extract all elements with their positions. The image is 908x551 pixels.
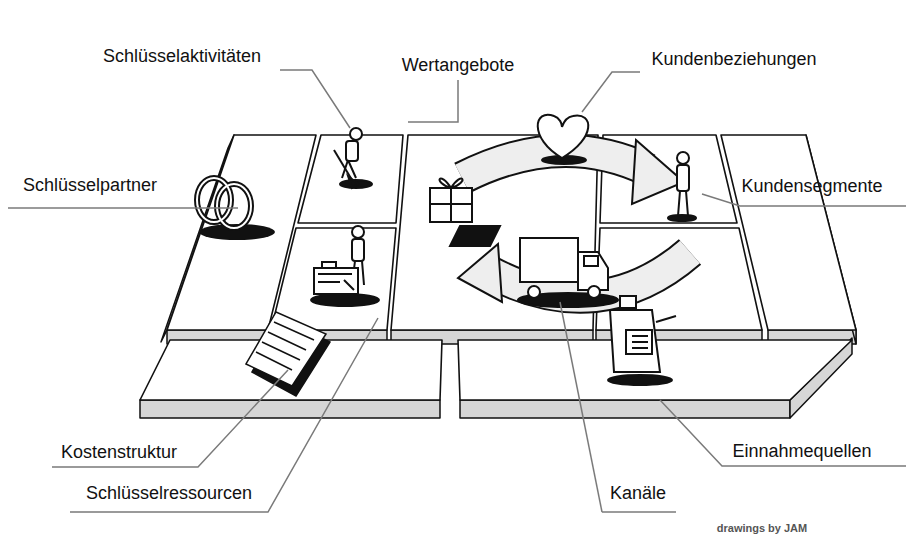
contract-icon-part <box>246 312 326 386</box>
rings-icon-part <box>217 184 251 228</box>
leader-lines-part <box>660 400 906 466</box>
canvas-pieces-part <box>721 135 856 330</box>
gift-icon-part <box>430 188 472 222</box>
worker-machine-icon-part <box>352 239 364 261</box>
upper-front-faces <box>161 135 856 344</box>
leader-lines-part <box>408 80 458 122</box>
cycle-arrows-part <box>458 244 502 302</box>
customer-icon-part <box>677 152 689 164</box>
customer-icon-part <box>668 215 696 221</box>
callout-label: Schlüsselpartner <box>23 176 157 196</box>
cash-register-icon-part <box>632 336 648 348</box>
truck-icon-part <box>578 252 608 290</box>
worker-machine-icon-part <box>352 226 364 238</box>
credit-text: drawings by JAM <box>717 522 807 534</box>
leader-lines-part <box>280 70 350 128</box>
truck-icon <box>518 238 618 307</box>
callout-label: Kundensegmente <box>741 177 882 197</box>
truck-icon-part <box>528 286 540 298</box>
rings-icon-part <box>217 184 251 228</box>
gift-icon-part <box>430 188 472 222</box>
callout-label: Kundenbeziehungen <box>651 50 816 70</box>
gift-icon-part <box>450 226 500 246</box>
customer-icon <box>668 152 696 221</box>
worker-machine-icon-part <box>311 294 379 306</box>
cycle-arrows-part <box>462 151 648 178</box>
rings-icon-part <box>197 178 231 222</box>
worker-shovel-icon <box>334 128 372 188</box>
lower-pieces <box>140 340 852 400</box>
truck-icon-part <box>588 286 600 298</box>
leader-lines <box>8 70 906 512</box>
leader-lines-part <box>560 302 602 512</box>
worker-shovel-icon-part <box>334 150 352 180</box>
lower-front-faces-part <box>460 400 790 418</box>
callout-label: Wertangebote <box>402 56 515 76</box>
cash-register-icon-part <box>610 310 660 372</box>
customer-icon-part <box>677 165 689 191</box>
rings-icon <box>197 178 275 240</box>
callout-label: Kostenstruktur <box>61 443 177 463</box>
leader-lines-part <box>52 370 288 467</box>
heart-icon-part <box>538 115 589 158</box>
leader-lines-part <box>8 207 238 209</box>
worker-shovel-icon-part <box>350 128 362 140</box>
canvas-pieces-part <box>298 135 403 223</box>
cycle-arrows-part <box>462 151 648 178</box>
cash-register-icon-part <box>626 330 652 354</box>
canvas-pieces <box>167 135 856 330</box>
heart-icon <box>538 115 589 164</box>
callout-label: Schlüsselaktivitäten <box>103 47 261 67</box>
customer-icon-part <box>678 191 688 216</box>
worker-shovel-icon-part <box>348 176 358 188</box>
callout-label: Schlüsselressourcen <box>86 484 252 504</box>
cycle-arrows <box>458 140 690 302</box>
worker-machine-icon <box>311 226 379 306</box>
worker-machine-icon-part <box>322 262 336 268</box>
cash-register-icon-part <box>656 316 676 322</box>
contract-icon-part <box>256 322 314 370</box>
callout-label: Einnahmequellen <box>732 442 871 462</box>
worker-machine-icon-part <box>314 268 358 294</box>
contract-icon <box>246 312 330 396</box>
cash-register-icon-part <box>608 375 672 385</box>
worker-machine-icon-part <box>318 274 354 290</box>
cash-register-icon-part <box>620 296 636 308</box>
canvas-pieces-part <box>271 228 396 330</box>
gift-icon-part <box>440 178 463 188</box>
lower-front-faces <box>140 338 852 418</box>
rings-icon-part <box>197 178 231 222</box>
truck-icon-part <box>520 238 578 282</box>
leader-lines-part <box>70 318 378 512</box>
leader-lines-part <box>602 511 676 513</box>
gift-icon <box>430 178 500 246</box>
lower-front-faces-part <box>140 400 440 418</box>
leader-lines-part <box>582 72 640 112</box>
truck-icon-part <box>584 256 598 266</box>
cash-register-icon <box>608 296 676 385</box>
worker-shovel-icon-part <box>346 141 358 161</box>
callout-label: Kanäle <box>610 484 666 504</box>
